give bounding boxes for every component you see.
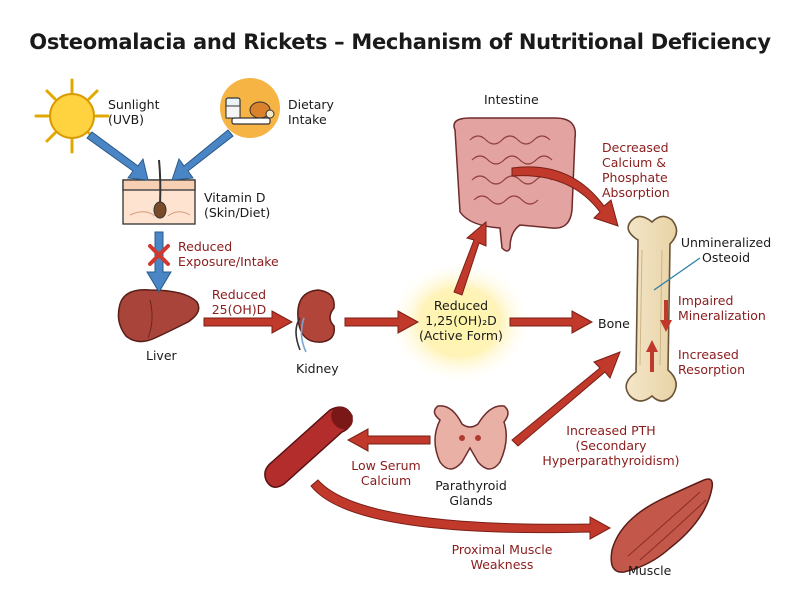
skin-icon (122, 159, 196, 225)
dietary-intake-icon (220, 78, 280, 138)
arrow-impaired-mineralization (660, 300, 672, 332)
arrow-skin-to-liver (146, 231, 172, 293)
arrow-diet-to-skin (171, 129, 234, 181)
red-arrows (203, 166, 621, 540)
active-form-glow (388, 260, 532, 384)
label-sunlight: Sunlight(UVB) (108, 97, 160, 127)
arrow-parathyroid-to-bone (511, 351, 621, 447)
label-bone: Bone (598, 316, 630, 331)
arrow-sun-to-skin (86, 131, 149, 181)
arrow-vessel-to-muscle (310, 479, 612, 540)
arrow-active-to-intestine (453, 220, 487, 296)
arrow-intestine-to-bone (511, 166, 619, 227)
arrow-active-to-bone (509, 310, 594, 334)
muscle-icon (610, 478, 714, 573)
blue-arrows (86, 129, 234, 293)
label-intestine: Intestine (484, 92, 539, 107)
blood-vessel-icon (264, 406, 353, 488)
blocked-x-icon (148, 244, 170, 266)
label-liver: Liver (146, 348, 177, 363)
page-title: Osteomalacia and Rickets – Mechanism of … (29, 30, 771, 54)
label-kidney: Kidney (296, 361, 339, 376)
arrow-parathyroid-to-vessel (346, 428, 431, 452)
arrow-liver-to-kidney (203, 310, 294, 334)
intestine-icon (453, 117, 577, 252)
parathyroid-icon (433, 405, 509, 470)
sun-icon (34, 78, 110, 154)
arrow-kidney-to-active (344, 310, 420, 334)
arrow-increased-resorption (646, 340, 658, 372)
kidney-icon (295, 289, 335, 353)
bone-icon (625, 215, 678, 402)
osteoid-pointer (653, 257, 701, 291)
label-muscle: Muscle (628, 563, 672, 578)
liver-icon (117, 289, 200, 343)
bone-arrows (646, 300, 672, 372)
label-vitamin-d: Vitamin D(Skin/Diet) (204, 190, 271, 220)
